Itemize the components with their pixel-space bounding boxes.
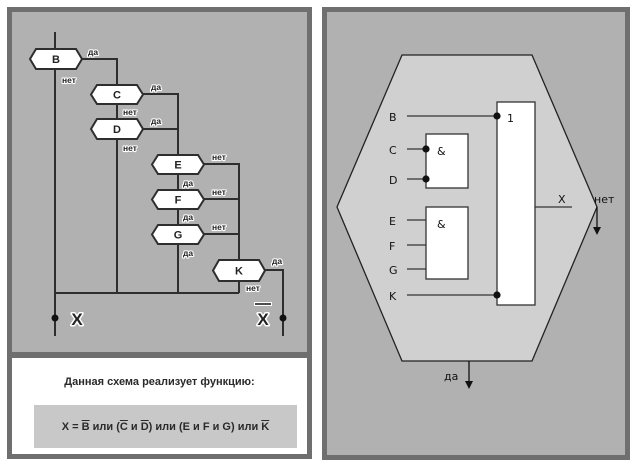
formula-part-negated-b: B [81, 420, 90, 433]
node-k-label: K [235, 266, 243, 278]
output-not-x-dot [279, 314, 287, 322]
label-e-no: нет [212, 152, 226, 162]
exit-no-label: нет [594, 193, 615, 206]
node-c-label: C [113, 90, 121, 102]
label-c-yes: да [151, 82, 161, 92]
flowchart-diagram: B C D E F G K да нет да нет да нет нет д… [12, 12, 307, 352]
logic-circuit-svg: B C D E F G K & & 1 X нет да [336, 54, 615, 389]
label-e-yes: да [183, 178, 193, 188]
node-d-label: D [113, 124, 121, 136]
caption-box: Данная схема реализует функцию: X = B ил… [12, 358, 307, 454]
input-label-e: E [389, 215, 396, 228]
and-gate-1 [425, 133, 469, 189]
formula-part: ) или (E и F и G) или [148, 420, 262, 433]
label-d-yes: да [151, 116, 161, 126]
arrow-down-icon [593, 227, 601, 235]
node-b [28, 48, 84, 70]
formula-part-negated-k: K [261, 420, 270, 433]
label-b-no: нет [62, 75, 76, 85]
flowchart-svg: B C D E F G K да нет да нет да нет нет д… [28, 32, 287, 336]
line-e-no [204, 163, 240, 260]
formula-part-negated-c: C [119, 420, 128, 433]
line-c-yes [143, 93, 179, 155]
input-label-d: D [389, 174, 397, 187]
label-b-yes: да [88, 47, 98, 57]
node-b-label: B [52, 54, 60, 66]
inverter-dot-c [422, 145, 430, 153]
exit-yes-label: да [444, 370, 458, 383]
node-f [150, 189, 206, 210]
output-x-label: X [558, 193, 566, 206]
node-e-label: E [174, 160, 181, 172]
node-c [89, 84, 145, 105]
logic-circuit-diagram: B C D E F G K & & 1 X нет да [327, 12, 625, 455]
flowchart-panel: B C D E F G K да нет да нет да нет нет д… [7, 7, 312, 459]
input-label-b: B [389, 111, 397, 124]
formula-box: X = B или (C и D) или (E и F и G) или K [34, 405, 297, 448]
node-d [89, 118, 145, 140]
label-f-no: нет [212, 187, 226, 197]
output-not-x-label: X [257, 310, 269, 329]
label-c-no: нет [123, 107, 137, 117]
node-g-label: G [174, 230, 183, 242]
node-g [150, 224, 206, 245]
formula-part-negated-d: D [140, 420, 149, 433]
node-e [150, 154, 206, 175]
arrow-down-icon [465, 381, 473, 389]
or-gate-symbol: 1 [507, 112, 514, 125]
input-label-g: G [389, 264, 398, 277]
and-gate-1-symbol: & [437, 145, 446, 158]
label-d-no: нет [123, 143, 137, 153]
and-gate-2 [425, 206, 469, 280]
label-g-no: нет [212, 222, 226, 232]
inverter-dot-b [493, 112, 501, 120]
line-b-yes [82, 58, 118, 85]
node-k [211, 259, 267, 282]
label-g-yes: да [183, 248, 193, 258]
formula-part: или ( [89, 420, 120, 433]
line-k-yes [265, 269, 284, 336]
input-label-f: F [389, 240, 395, 253]
input-label-c: C [389, 144, 397, 157]
label-k-yes: да [272, 256, 282, 266]
formula-part: X = [61, 420, 82, 433]
output-x-label: X [71, 310, 83, 329]
caption-title: Данная схема реализует функцию: [64, 376, 255, 388]
label-k-no: нет [246, 283, 260, 293]
label-f-yes: да [183, 212, 193, 222]
or-gate [496, 101, 536, 306]
node-f-label: F [175, 195, 182, 207]
output-x-dot [51, 314, 59, 322]
inverter-dot-d [422, 175, 430, 183]
logic-circuit-panel: B C D E F G K & & 1 X нет да [322, 7, 630, 460]
inverter-dot-k [493, 291, 501, 299]
and-gate-2-symbol: & [437, 218, 446, 231]
input-label-k: K [389, 290, 397, 303]
formula-part: и [127, 420, 141, 433]
